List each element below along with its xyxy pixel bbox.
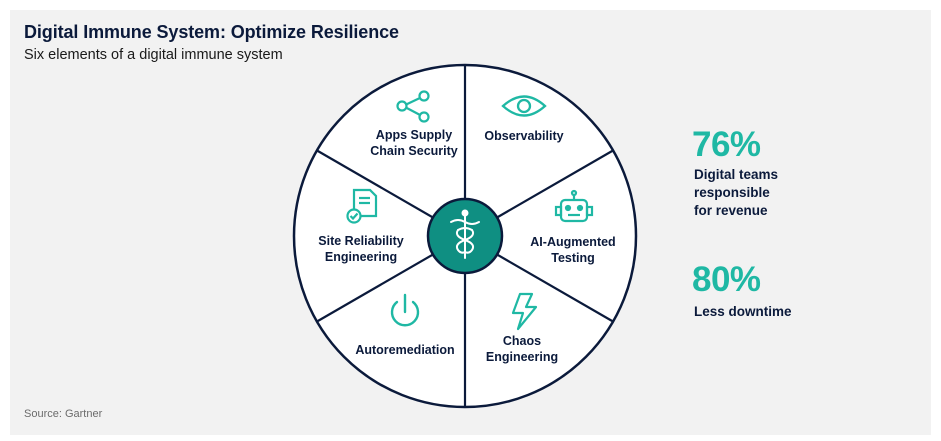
segment-observability: Observability [484,95,564,143]
stat-description-line: Digital teams [694,167,779,182]
figure-subtitle: Six elements of a digital immune system [24,47,283,63]
share-nodes-icon [396,90,430,123]
wheel-center-hub [426,197,504,275]
source-note: Source: Gartner [24,408,103,420]
stat-description-line: responsible [694,185,770,200]
figure-title: Digital Immune System: Optimize Resilien… [24,22,399,42]
segment-label-line: AI-Augmented [530,235,615,249]
stat-value: 80% [692,260,761,299]
document-check-icon [346,188,378,224]
segment-label-line: Engineering [486,350,558,364]
stat-description-line: for revenue [694,203,768,218]
segment-site-reliability-engineering: Site Reliability Engineering [318,188,404,264]
segment-label-line: Chain Security [370,144,458,158]
segment-label-line: Testing [551,251,595,265]
segment-label-line: Autoremediation [355,343,454,357]
segment-chaos-engineering: Chaos Engineering [486,292,558,364]
segment-apps-supply-chain-security: Apps Supply Chain Security [370,90,458,158]
lightning-icon [511,292,538,331]
segment-ai-augmented-testing: AI-Augmented Testing [530,189,616,265]
caduceus-icon [450,209,480,259]
power-icon [390,293,420,327]
segment-label-line: Chaos [503,334,541,348]
eye-icon [501,95,547,117]
segment-autoremediation: Autoremediation [355,293,455,357]
robot-icon [554,189,594,223]
stat-value: 76% [692,125,761,164]
segment-label-line: Apps Supply [376,128,452,142]
segment-label-line: Engineering [325,250,397,264]
stat-description: Digital teams responsible for revenue [694,166,778,220]
stat-description-line: Less downtime [694,304,792,319]
segment-label-line: Observability [484,129,563,143]
stat-description: Less downtime [694,303,792,321]
segment-label-line: Site Reliability [318,234,403,248]
